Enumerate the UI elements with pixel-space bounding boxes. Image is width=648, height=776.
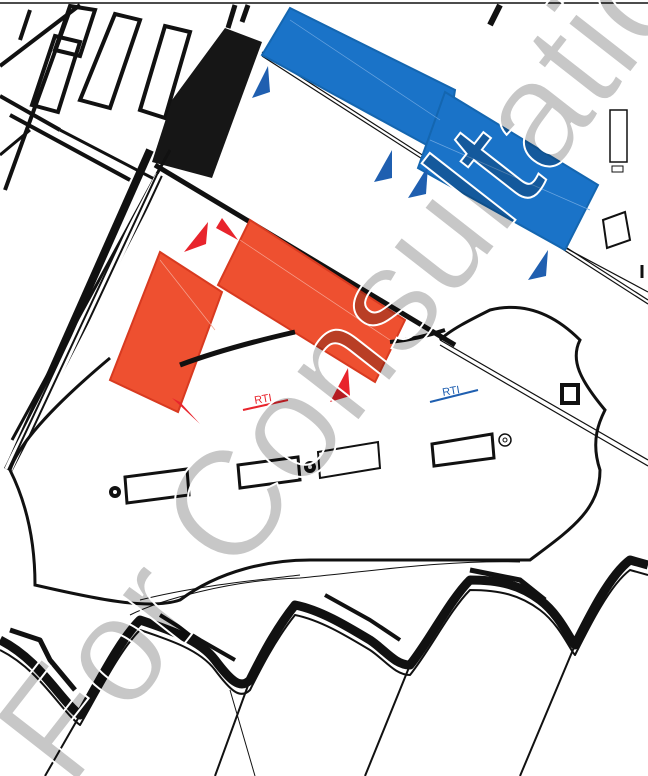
black-building-block: [152, 28, 262, 178]
plaza-fixtures: [109, 432, 512, 505]
rti-label-red: RTI: [253, 392, 272, 407]
terraced-steps: [0, 555, 648, 776]
street-grid: [0, 3, 503, 191]
blue-zone: [260, 6, 600, 252]
right-buildings: [560, 109, 644, 405]
blue-markers: [252, 66, 548, 280]
red-markers: [172, 218, 350, 424]
plaza-outline: [8, 305, 607, 606]
railway-track: [3, 172, 165, 473]
rti-labels: RTI RTI: [242, 384, 479, 411]
rti-label-blue: RTI: [441, 384, 460, 399]
red-zone: [108, 218, 407, 414]
